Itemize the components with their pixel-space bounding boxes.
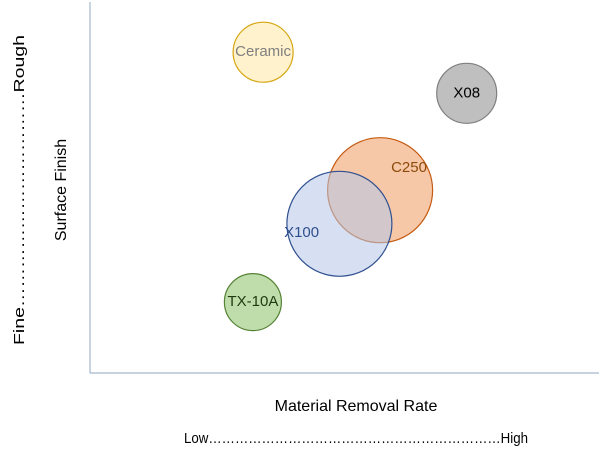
bubble-tx-10a (223, 273, 282, 332)
bubble-label-x08: X08 (453, 84, 480, 101)
bubble-ceramic (232, 21, 294, 83)
bubble-label-ceramic: Ceramic (235, 43, 291, 60)
bubble-label-x100: X100 (284, 224, 319, 241)
bubble-label-tx-10a: TX-10A (227, 293, 278, 310)
bubble-x08 (436, 62, 498, 124)
x-axis-scale-label: Low…………………………………………………………High (184, 430, 528, 447)
bubble-label-c250: C250 (391, 159, 427, 176)
x-axis-title: Material Removal Rate (275, 398, 438, 415)
y-axis-scale-label: Fine……………………………Rough (11, 35, 28, 345)
bubble-x100 (286, 170, 393, 277)
y-axis-title: Surface Finish (53, 139, 70, 241)
